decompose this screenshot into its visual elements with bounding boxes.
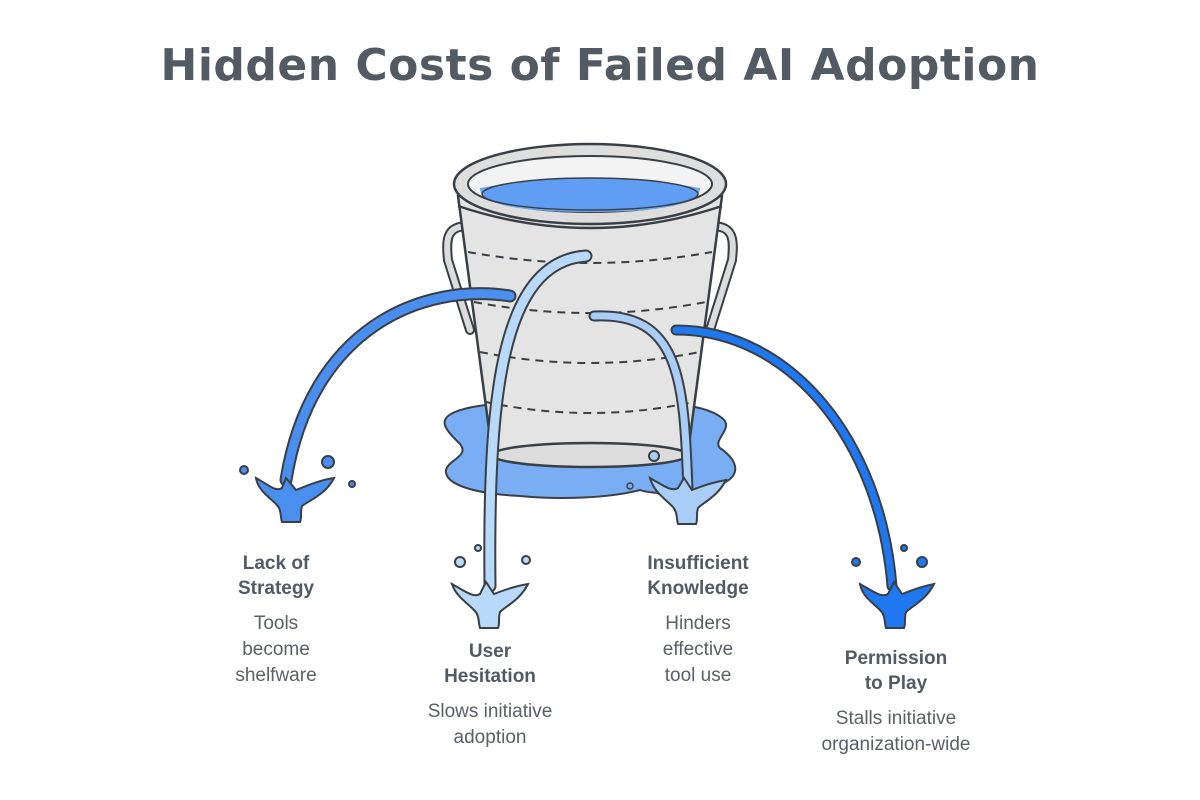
cause-description: Tools become shelfware <box>235 613 317 686</box>
cause-title: User Hesitation <box>444 641 536 687</box>
cause-description: Hinders effective tool use <box>662 613 734 686</box>
splash-knowledge <box>626 450 728 525</box>
cause-description: Slows initiative adoption <box>427 701 553 748</box>
cause-hesitation: User Hesitation Slows initiative adoptio… <box>400 639 580 751</box>
cause-title: Permission to Play <box>844 648 948 694</box>
splash-hesitation <box>450 544 531 629</box>
cause-strategy: Lack of Strategy Tools become shelfware <box>196 551 356 689</box>
splash-strategy <box>239 455 356 523</box>
cause-description: Stalls initiative organization-wide <box>821 708 971 755</box>
diagram-title: Hidden Costs of Failed AI Adoption <box>160 40 1040 91</box>
splash-permission <box>851 544 936 629</box>
cause-title: Insufficient Knowledge <box>647 553 749 599</box>
cause-title: Lack of Strategy <box>237 553 315 599</box>
cause-knowledge: Insufficient Knowledge Hinders effective… <box>618 551 778 689</box>
cause-permission: Permission to Play Stalls initiative org… <box>796 646 996 758</box>
